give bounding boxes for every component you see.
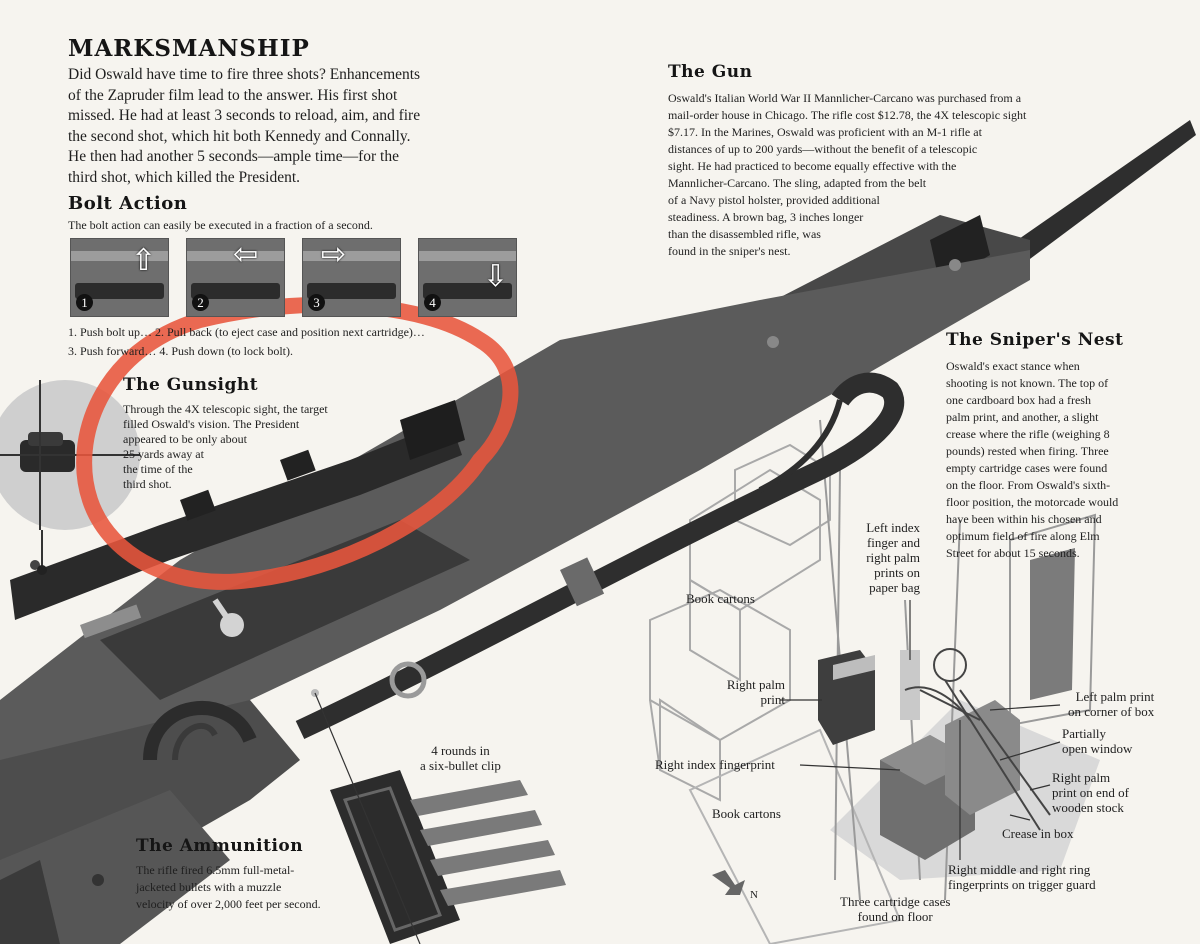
- arrow-left-icon: ⇦: [233, 238, 259, 272]
- clip-label: 4 rounds in a six-bullet clip: [420, 743, 501, 773]
- rifle: [0, 120, 1196, 944]
- marksmanship-text: Did Oswald have time to fire three shots…: [68, 66, 421, 186]
- label-book-cartons-top: Book cartons: [686, 591, 755, 606]
- sniper-nest-text: Oswald's exact stance when shooting is n…: [946, 359, 1119, 560]
- step-number: 4: [424, 294, 441, 311]
- step-number: 1: [76, 294, 93, 311]
- label-right-index: Right index fingerprint: [655, 757, 775, 772]
- bolt-step-photo-2: ⇦ 2: [186, 238, 285, 317]
- red-annotation-circle: [76, 296, 519, 590]
- bolt-step-photo-1: ⇧ 1: [70, 238, 169, 317]
- label-right-palm: Right palm print: [726, 677, 785, 707]
- step-number: 2: [192, 294, 209, 311]
- bolt-action-intro: The bolt action can easily be executed i…: [68, 218, 373, 232]
- step-number: 3: [308, 294, 325, 311]
- bolt-step-photo-3: ⇨ 3: [302, 238, 401, 317]
- bolt-step-photo-4: ⇩ 4: [418, 238, 517, 317]
- north-arrow-icon: [712, 870, 745, 895]
- ammunition-title: The Ammunition: [136, 836, 304, 856]
- label-crease: Crease in box: [1002, 826, 1074, 841]
- marksmanship-title: MARKSMANSHIP: [68, 35, 310, 62]
- ammo-clip: [330, 770, 566, 944]
- gun-text: Oswald's Italian World War II Mannlicher…: [668, 91, 1027, 258]
- sniper-nest-title: The Sniper's Nest: [946, 330, 1124, 350]
- arrow-right-icon: ⇨: [321, 238, 347, 272]
- leader-lines: [314, 600, 1061, 944]
- window: [1009, 513, 1097, 727]
- gun-title: The Gun: [668, 62, 753, 82]
- gunsight-view: [0, 380, 140, 575]
- rifleman-figure: [904, 648, 1051, 831]
- north-label: N: [750, 889, 758, 901]
- arrow-up-icon: ⇧: [131, 243, 157, 278]
- label-right-palm-end: Right palm print on end of wooden stock: [1052, 770, 1129, 815]
- bolt-caption-line2: 3. Push forward… 4. Push down (to lock b…: [68, 344, 293, 358]
- label-left-index: Left index finger and right palm prints …: [866, 520, 920, 595]
- gunsight-title: The Gunsight: [123, 375, 259, 395]
- ammunition-text: The rifle fired 6.5mm full-metal- jacket…: [136, 863, 321, 911]
- label-right-middle: Right middle and right ring fingerprints…: [948, 862, 1096, 892]
- floor-outline: [688, 728, 902, 944]
- label-book-cartons-bottom: Book cartons: [712, 806, 781, 821]
- gunsight-text: Through the 4X telescopic sight, the tar…: [123, 402, 328, 491]
- nest-boxes: [818, 650, 1020, 860]
- label-three-cases: Three cartridge cases found on floor: [840, 894, 951, 924]
- bolt-caption-line1: 1. Push bolt up… 2. Pull back (to eject …: [68, 325, 425, 339]
- bolt-action-title: Bolt Action: [68, 193, 188, 214]
- label-partially-open: Partially open window: [1062, 726, 1133, 756]
- label-left-palm: Left palm print on corner of box: [1068, 689, 1155, 719]
- arrow-down-icon: ⇩: [483, 259, 509, 294]
